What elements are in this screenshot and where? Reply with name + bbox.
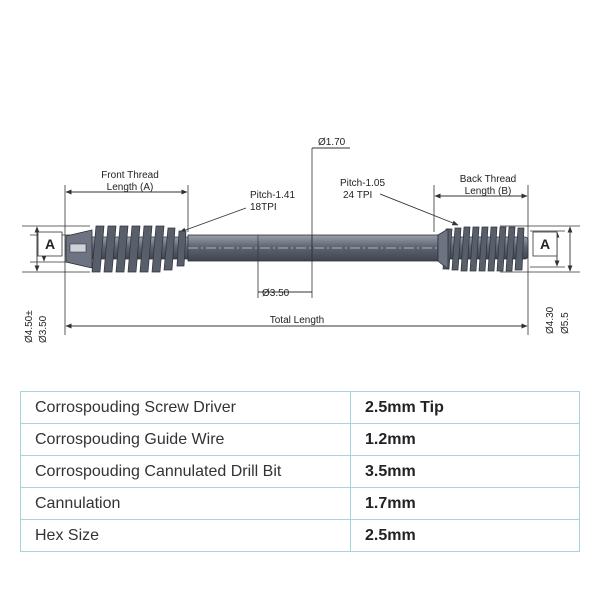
spec-value: 1.7mm (350, 487, 580, 520)
right-outer-dia-label: Ø5.5 (560, 312, 571, 334)
section-marker-left: A (37, 231, 63, 257)
section-marker-left-text: A (45, 236, 55, 252)
section-marker-right: A (532, 231, 558, 257)
back-thread-start (437, 228, 449, 270)
total-length-label: Total Length (270, 315, 325, 326)
left-inner-dia-label: Ø3.50 (38, 315, 49, 343)
spec-table: Corrospouding Screw Driver 2.5mm Tip Cor… (20, 391, 580, 552)
cannulation-dia-label: Ø1.70 (318, 137, 346, 148)
front-pitch-leader (179, 207, 247, 233)
front-thread-label-2: Length (A) (107, 182, 154, 193)
dimension-lines (34, 147, 573, 329)
back-thread-label-1: Back Thread (460, 174, 517, 185)
spec-label: Corrospouding Cannulated Drill Bit (20, 455, 351, 488)
front-pitch-label-2: 18TPI (250, 202, 277, 213)
spec-label: Corrospouding Guide Wire (20, 423, 351, 456)
table-row: Corrospouding Guide Wire 1.2mm (20, 423, 580, 456)
back-thread-label-2: Length (B) (465, 186, 512, 197)
back-pitch-label-2: 24 TPI (343, 190, 372, 201)
screw-body (65, 225, 529, 273)
left-outer-dia-label: Ø4.50± (24, 310, 35, 343)
spec-label: Corrospouding Screw Driver (20, 391, 351, 424)
screw-technical-drawing: A A Front Thread Length (A) Back Thread … (22, 137, 580, 343)
front-thread (91, 225, 187, 273)
table-row: Cannulation 1.7mm (20, 487, 580, 520)
section-marker-right-text: A (540, 236, 550, 252)
back-pitch-leader (379, 193, 459, 226)
spec-value: 2.5mm (350, 519, 580, 552)
spec-label: Cannulation (20, 487, 351, 520)
back-thread (442, 226, 525, 272)
table-row: Hex Size 2.5mm (20, 519, 580, 552)
spec-value: 1.2mm (350, 423, 580, 456)
spec-label: Hex Size (20, 519, 351, 552)
shaft-dia-label: Ø3.50 (262, 288, 290, 299)
table-row: Corrospouding Cannulated Drill Bit 3.5mm (20, 455, 580, 488)
spec-value: 3.5mm (350, 455, 580, 488)
back-pitch-label-1: Pitch-1.05 (340, 178, 385, 189)
right-inner-dia-label: Ø4.30 (545, 306, 556, 334)
spec-value: 2.5mm Tip (350, 391, 580, 424)
table-row: Corrospouding Screw Driver 2.5mm Tip (20, 391, 580, 424)
front-pitch-label-1: Pitch-1.41 (250, 190, 295, 201)
front-thread-label-1: Front Thread (101, 170, 159, 181)
